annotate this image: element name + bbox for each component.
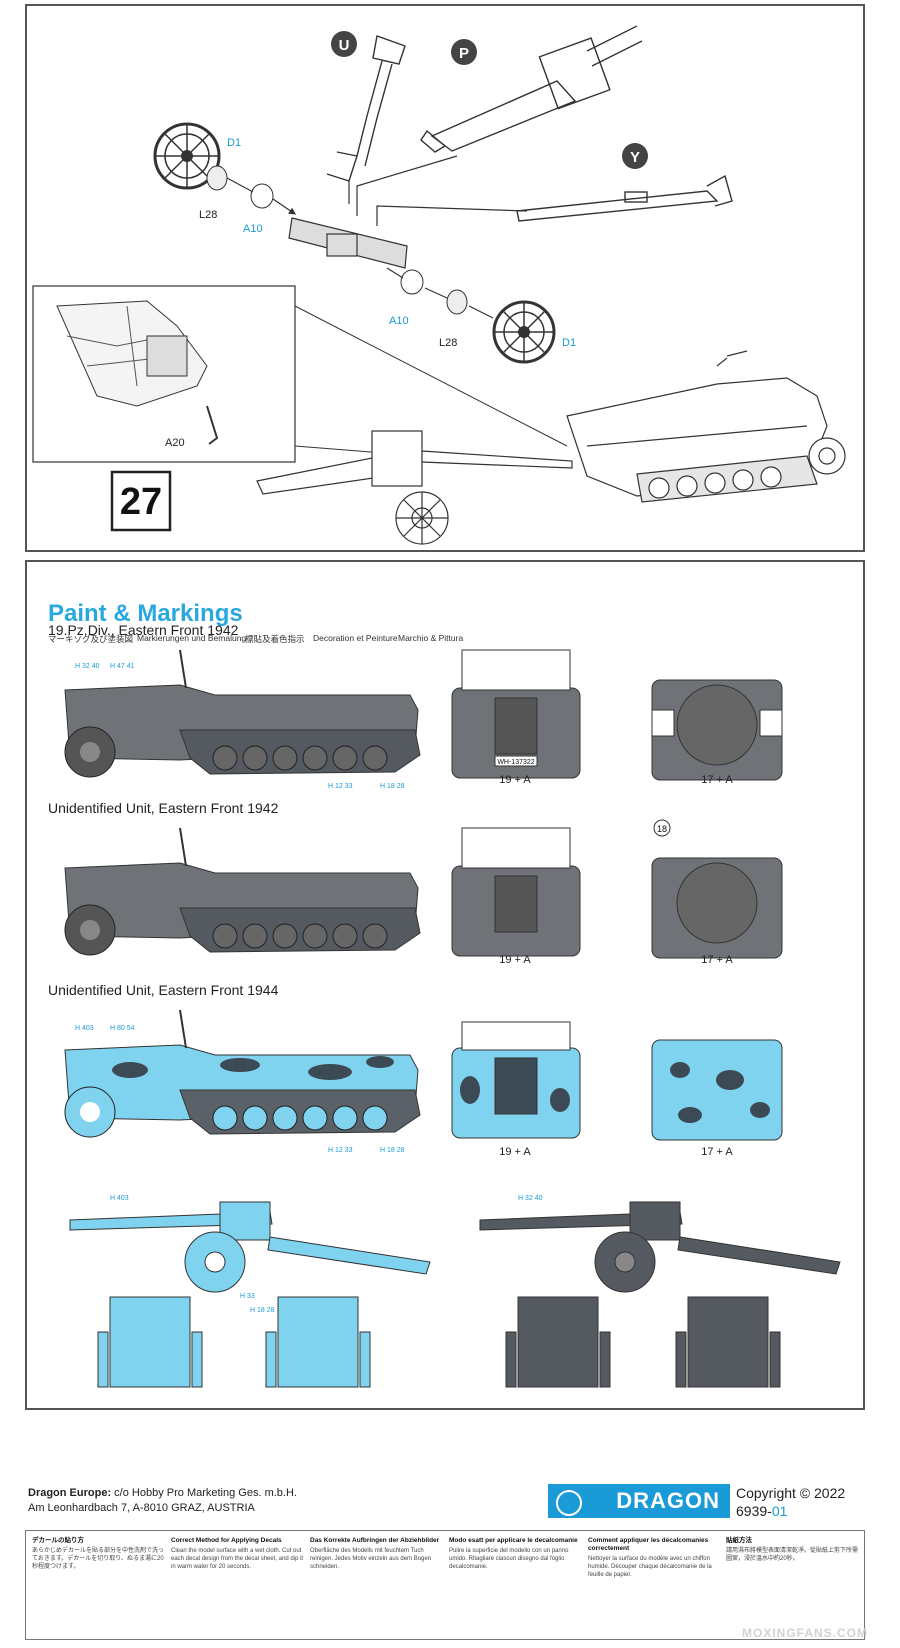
distributor-name: Dragon Europe: [28,1487,112,1499]
scheme-2-front-label: 19 + A [499,954,531,966]
subtitle-italian: Marchio & Pittura [398,633,464,643]
instruction-col-5: Comment appliquer les décalcomanies corr… [588,1537,712,1578]
scheme-3-tag-a: H 403 [75,1025,94,1032]
scheme-1-side-view [64,649,421,778]
gun-blue-tag-c: H 18 28 [250,1307,275,1314]
hub-a10-top [250,183,274,209]
instruction-col-3: Das Korrekte Aufbringen der Abziehbilder… [310,1537,440,1570]
scheme-1-front-label: 19 + A [499,774,531,786]
gun-blue-side-view [69,1201,431,1293]
scheme-1-vehicles: H 32 40 H 47 41 H 12 33 H 18 28 WH-13732… [64,649,783,790]
scheme-3-front-view [451,1021,581,1139]
gun-grey-tag-a: H 32 40 [518,1195,543,1202]
scheme-2-rear-label: 17 + A [701,954,733,966]
scheme-3-rear-label: 17 + A [701,1146,733,1158]
subtitle-japanese: マーキソグ及び塗装図 [48,634,134,644]
assembly-drawing: U P Y [32,25,846,545]
instruction-col-6: 貼紙方法請用濕布將模型表面清潔乾淨。從貼紙上剪下所需圖案，浸於溫水中約20秒。 [726,1537,859,1562]
scheme-1-rear-label: 17 + A [701,774,733,786]
scheme-1-tag-d: H 18 28 [380,783,405,790]
svg-text:P: P [459,45,469,62]
part-label-a20: A20 [165,437,185,449]
scheme-1-front-view: WH-137322 [451,649,581,779]
gun-grey-front-rear [505,1296,781,1388]
scheme-3-side-view [64,1009,421,1138]
step-number-box: 27 [110,470,172,532]
wheel-d1-top [153,122,221,190]
scheme-1-tag-c: H 12 33 [328,783,353,790]
gun-blue-tag-b: H 33 [240,1293,255,1300]
dragon-logo-text: DRAGON [616,1488,720,1513]
scheme-3-tag-d: H 18 28 [380,1147,405,1154]
hub-l28-top [206,165,228,191]
halftrack-towing-view [566,350,846,503]
scheme-2-front-view [451,827,581,957]
scheme-2-number: 18 [657,824,667,834]
scheme-3-rear-view [651,1039,783,1141]
gun-carriage-axle [288,217,408,269]
scheme-1-rear-view [651,679,783,781]
towed-gun-view [256,430,573,545]
gun-barrel-part-p [420,25,643,153]
hub-a10-bottom [400,269,424,295]
part-label-d1-top: D1 [227,137,241,149]
detail-inset [32,285,296,463]
svg-text:Y: Y [630,149,640,166]
distributor-line2: Am Leonhardbach 7, A-8010 GRAZ, AUSTRIA [28,1502,255,1514]
gun-grey-side-view [479,1201,841,1293]
copyright-block: Copyright © 2022 6939-01 [736,1484,845,1520]
subtitle-german: Markierungen und Bemalung [137,633,247,643]
part-label-d1-bottom: D1 [562,337,576,349]
scheme-3-tag-c: H 12 33 [328,1147,353,1154]
hub-l28-bottom [446,289,468,315]
scheme-2-vehicles: 19 + A 18 17 + A [64,819,783,966]
gun-blue-front-rear [97,1296,371,1388]
part-label-a10-bottom: A10 [389,315,409,327]
callout-p: P [451,39,477,65]
svg-text:27: 27 [120,481,162,523]
instruction-col-1: デカールの貼り方あらかじめデカールを貼る部分を中性洗剤で洗っておきます。デカール… [32,1537,165,1570]
distributor-line1: c/o Hobby Pro Marketing Ges. m.b.H. [111,1487,297,1499]
part-label-l28-bottom: L28 [439,337,457,349]
kit-code: 6939- [736,1503,772,1519]
scheme-3-front-label: 19 + A [499,1146,531,1158]
part-label-a10-top: A10 [243,223,263,235]
scheme-3-tag-b: H 80 54 [110,1025,135,1032]
scheme-3-vehicles: H 403 H 80 54 H 12 33 H 18 28 19 + A 17 … [64,1009,783,1158]
callout-u: U [331,31,357,57]
trail-leg-part-u [326,35,406,182]
subtitle-chinese: 標貼及着色指示 [245,634,305,644]
decal-instructions: デカールの貼り方あらかじめデカールを貼る部分を中性洗剤で洗っておきます。デカール… [25,1530,865,1640]
scheme-2-rear-view [651,819,783,959]
scheme-3-unit-label: Unidentified Unit, Eastern Front 1944 [48,982,279,998]
scheme-2-side-view [64,827,421,956]
svg-text:U: U [339,37,350,54]
dragon-logo: DRAGON [548,1484,730,1518]
copyright-text: Copyright © 2022 [736,1485,846,1501]
assembly-arrows [348,155,528,226]
callout-y: Y [622,143,648,169]
paint-markings-title: Paint & Markings [48,600,243,627]
gun-blue-tag-a: H 403 [110,1195,129,1202]
distributor-address: Dragon Europe: c/o Hobby Pro Marketing G… [28,1486,297,1516]
subtitle-french: Decoration et Peinture [313,633,398,643]
kit-code-suffix: 01 [771,1503,788,1519]
instruction-col-4: Modo esatt per applicare le decalcomanie… [449,1537,578,1570]
scheme-2-unit-label: Unidentified Unit, Eastern Front 1942 [48,800,279,816]
scheme-1-plate: WH-137322 [497,759,534,766]
scheme-1-tag-b: H 47 41 [110,663,135,670]
assembly-step-panel: U P Y [25,4,865,552]
scheme-1-tag-a: H 32 40 [75,663,100,670]
wheel-d1-bottom [492,300,556,364]
dragon-emblem-icon [556,1490,582,1516]
trail-part-y [516,174,733,222]
gun-views: H 403 H 33 H 18 28 H 32 40 [69,1195,841,1388]
part-label-l28-top: L28 [199,209,217,221]
scheme-1-unit-label: 19.Pz.Div., Eastern Front 1942 [48,622,239,638]
watermark: MOXINGFANS.COM [742,1626,869,1640]
